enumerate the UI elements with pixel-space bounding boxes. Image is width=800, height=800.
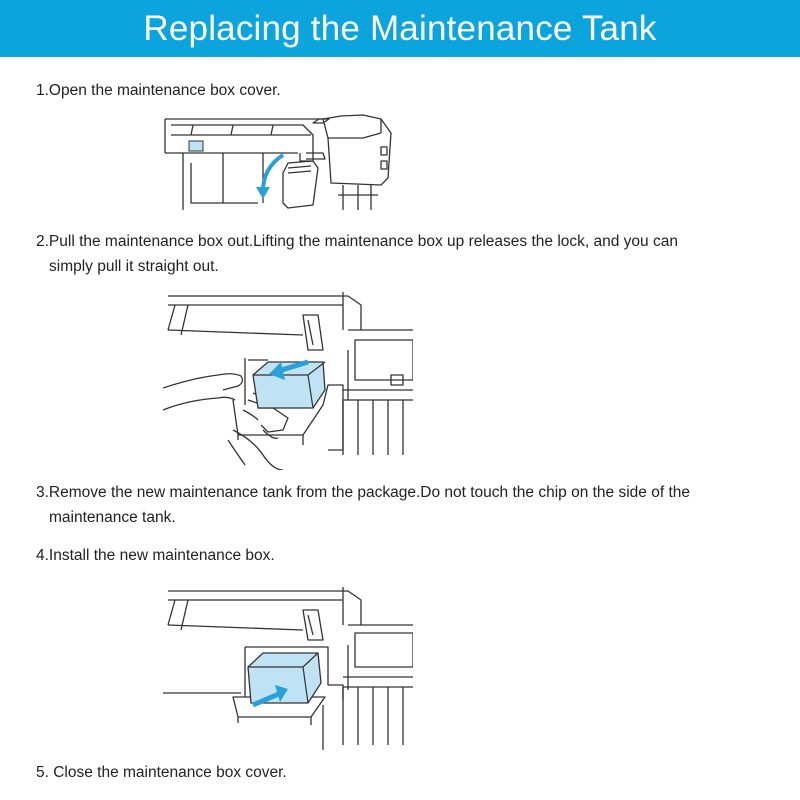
step-5-text: 5. Close the maintenance box cover. [36,764,287,781]
install-tank-illustration [163,585,413,750]
step-2-text-line2: simply pull it straight out. [49,258,219,275]
printer-cover-open-icon [164,114,392,210]
page-title: Replacing the Maintenance Tank [143,8,657,48]
printer-cover-open-illustration [163,113,413,213]
step-3-text-line1: 3.Remove the new maintenance tank from t… [36,484,690,501]
step-3-text-line2: maintenance tank. [49,509,176,526]
install-tank-icon [163,587,413,750]
hands-pull-tank-icon [163,292,413,470]
step-4: 4.Install the new maintenance box. [36,543,776,568]
pull-tank-illustration [163,290,413,470]
step-3: 3.Remove the new maintenance tank from t… [36,480,776,530]
step-4-text: 4.Install the new maintenance box. [36,547,275,564]
step-5: 5. Close the maintenance box cover. [36,760,776,785]
step-1-text: 1.Open the maintenance box cover. [36,82,281,99]
title-banner: Replacing the Maintenance Tank [0,0,800,57]
step-2-text-line1: 2.Pull the maintenance box out.Lifting t… [36,233,678,250]
step-2: 2.Pull the maintenance box out.Lifting t… [36,229,776,279]
step-1: 1.Open the maintenance box cover. [36,78,776,103]
